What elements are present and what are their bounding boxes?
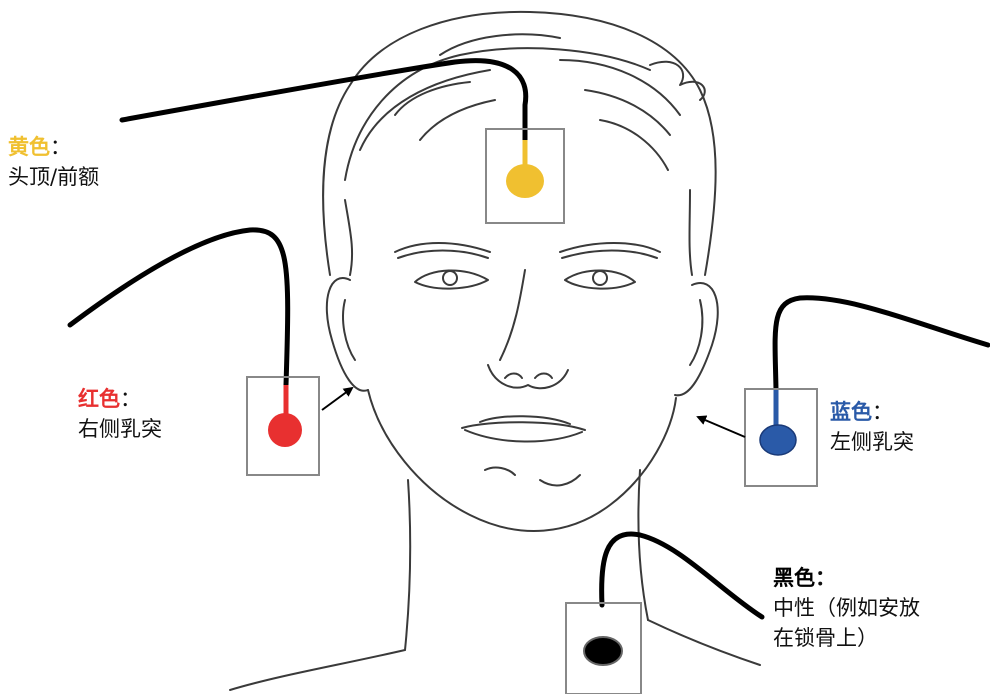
blue-separator: ：	[872, 400, 893, 424]
blue-electrode	[698, 298, 988, 486]
red-lead-wire	[70, 230, 288, 385]
yellow-location: 头顶/前额	[8, 165, 99, 189]
black-location-line1: 中性（例如安放	[773, 596, 920, 620]
red-separator: ：	[120, 387, 141, 411]
blue-label: 蓝色： 左侧乳突	[830, 397, 914, 457]
face-drawing	[230, 12, 760, 690]
yellow-separator: ：	[50, 135, 71, 159]
red-location: 右侧乳突	[78, 417, 162, 441]
black-electrode-dot	[584, 637, 622, 665]
red-color-word: 红色	[78, 387, 120, 411]
black-label: 黑色： 中性（例如安放 在锁骨上）	[773, 563, 920, 653]
yellow-color-word: 黄色	[8, 135, 50, 159]
blue-arrow	[698, 417, 745, 437]
black-lead-wire	[602, 534, 762, 617]
red-arrow	[322, 388, 352, 410]
yellow-lead-wire	[122, 61, 526, 168]
blue-color-word: 蓝色	[830, 400, 872, 424]
black-color-word: 黑色	[773, 566, 815, 590]
yellow-electrode-dot	[506, 164, 544, 198]
black-separator: ：	[815, 566, 836, 590]
blue-location: 左侧乳突	[830, 430, 914, 454]
red-electrode-dot	[268, 413, 302, 447]
yellow-electrode	[122, 61, 564, 223]
blue-lead-wire	[775, 298, 988, 390]
yellow-label: 黄色： 头顶/前额	[8, 132, 99, 192]
black-electrode	[566, 534, 762, 694]
black-location-line2: 在锁骨上）	[773, 626, 878, 650]
red-label: 红色： 右侧乳突	[78, 384, 162, 444]
blue-electrode-dot	[760, 425, 796, 455]
